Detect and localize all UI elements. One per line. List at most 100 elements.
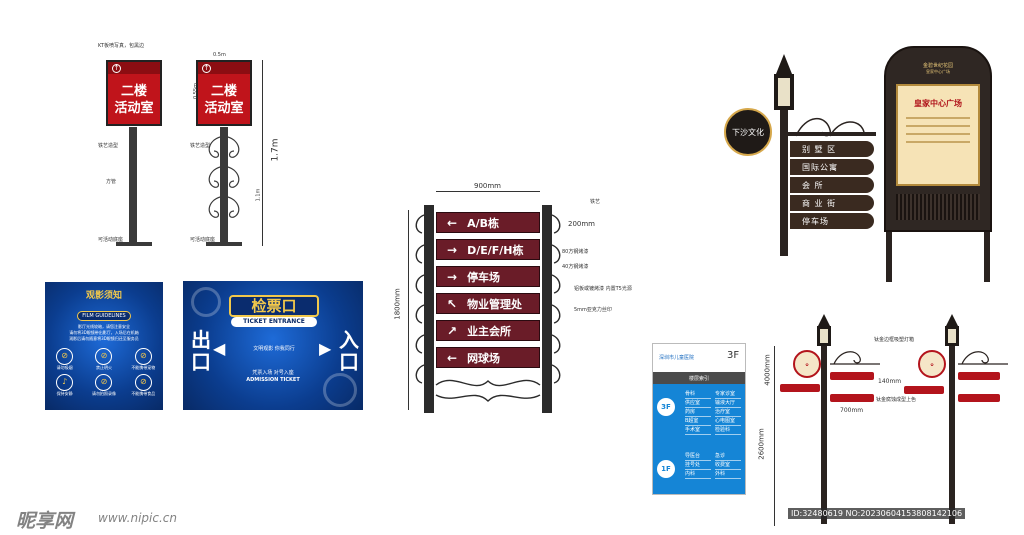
scroll-ornament-right — [958, 351, 1008, 365]
plank-2: → 停车场 — [436, 266, 540, 287]
notice-line — [906, 141, 970, 143]
up-arrow-icon: ↑ — [112, 63, 121, 73]
directory-header: 深圳市儿童医院 — [659, 355, 695, 361]
film-reel-icon — [191, 287, 221, 317]
guideline-label: 请勿拍照录像 — [91, 391, 116, 396]
guideline-label: 禁止明火 — [95, 365, 112, 370]
room: 专家诊室 — [715, 390, 741, 399]
floor-directory: 深圳市儿童医院 3F 楼层索引 3F 骨科 专家诊室 供应室 输液大厅 药房 治… — [652, 343, 746, 495]
note-right-1: 铁艺造型 — [190, 143, 211, 149]
film-guidelines-grid: ⊘ 请勿吸烟 ⊘ 禁止明火 ⊘ 不能携带宠物 ♪ 保持安静 ⊘ 请勿拍照录像 ⊘… — [45, 348, 163, 396]
directory-band: 楼层索引 — [653, 372, 745, 384]
guideline-item: ⊘ 不能携带食品 — [124, 374, 163, 396]
ornamental-iron-pole — [208, 127, 240, 243]
annotation-top: KT板喷写真，包黑边 — [98, 43, 144, 49]
plank-1: → D/E/F/H栋 — [436, 239, 540, 260]
plank-label: 业主会所 — [467, 324, 512, 338]
up-left-arrow-icon: ↖ — [447, 296, 458, 311]
sign-pole-left — [129, 127, 137, 242]
note-right-2: 可活动底座 — [190, 237, 216, 243]
ticket-entrance-panel: 检票口 TICKET ENTRANCE 出口 ◀ 文明观影 你我同行 ▶ 入口 … — [183, 281, 363, 410]
total-height-label: 1.7m — [270, 138, 281, 162]
iron-width-label: 900mm — [474, 182, 501, 190]
floor3-circle: 3F — [657, 398, 675, 416]
iron-note-3: 40方钢烤漆 — [562, 264, 589, 270]
plank-3: ↖ 物业管理处 — [436, 293, 540, 314]
red-sign-line2-b: 活动室 — [204, 101, 244, 116]
room: 急诊 — [715, 452, 741, 461]
room: 骨科 — [685, 390, 711, 399]
district-circle-sign: 下沙文化 — [724, 108, 772, 156]
entrance-label: 入口 — [339, 328, 359, 374]
left-arrow-icon: ← — [447, 215, 458, 230]
image-id: ID:32480619 NO:20230604153808142106 — [788, 508, 966, 519]
width-label: 0.5m — [213, 52, 226, 58]
lamp-post — [774, 54, 876, 256]
watermark-url: www.nipic.cn — [98, 511, 177, 525]
notice-brand: 金碧世纪花园 — [922, 63, 953, 69]
admission-en: ADMISSION TICKET — [246, 377, 300, 383]
red-arm-6 — [958, 394, 1000, 402]
red-arm-2 — [830, 372, 874, 380]
pole-height-label: 1.1m — [255, 188, 262, 202]
red-sign-text: 二楼 活动室 — [108, 83, 160, 117]
note-left-1: 铁艺造型 — [98, 143, 119, 149]
red-sign-line1: 二楼 — [120, 84, 147, 99]
bar-sign-4: 停车场 — [790, 213, 874, 229]
notice-brand-sub: 皇家中心广场 — [926, 69, 950, 74]
bar-sign-1: 国际公寓 — [790, 159, 874, 175]
iron-note-1: 铁艺 — [590, 199, 601, 205]
room: 手术室 — [685, 426, 711, 435]
plank-label: A/B栋 — [467, 216, 499, 230]
badge-left: ✿ — [793, 350, 821, 378]
lamp-sign-bars: 别 墅 区 国际公寓 会 所 商 业 街 停车场 — [790, 141, 874, 229]
room: 外科 — [715, 470, 741, 479]
plank-height-label: 200mm — [568, 220, 595, 228]
plank-5: ← 网球场 — [436, 347, 540, 368]
room: 药房 — [685, 408, 711, 417]
iron-frame — [415, 205, 561, 413]
sign-base-right — [206, 242, 242, 246]
plank-label: D/E/F/H栋 — [467, 243, 524, 257]
twin-height-label: 4000mm — [763, 354, 772, 386]
red-sign-line1-b: 二楼 — [210, 84, 237, 99]
guideline-item: ⊘ 请勿拍照录像 — [84, 374, 123, 396]
room: 治疗室 — [715, 408, 741, 417]
guideline-label: 不能携带食品 — [131, 391, 156, 396]
height-dimension-line — [262, 60, 263, 246]
lamp-post-right — [945, 314, 959, 524]
iron-width-line — [436, 191, 540, 192]
guideline-item: ⊘ 不能携带宠物 — [124, 348, 163, 370]
guideline-item: ⊘ 禁止明火 — [84, 348, 123, 370]
directory-band-text: 楼层索引 — [689, 375, 710, 382]
directory-body: 3F 骨科 专家诊室 供应室 输液大厅 药房 治疗室 B超室 心电图室 手术室 … — [653, 384, 745, 494]
guideline-label: 保持安静 — [56, 391, 73, 396]
no-pets-icon: ⊘ — [134, 348, 152, 365]
film-reel-icon — [323, 373, 357, 407]
room: 内科 — [685, 470, 711, 479]
notice-line — [906, 133, 970, 135]
notice-title: 皇家中心广场 — [914, 99, 962, 108]
no-photo-icon: ⊘ — [95, 374, 113, 391]
guideline-item: ⊘ 请勿吸烟 — [45, 348, 84, 370]
red-sign-right: ↑ 二楼 活动室 — [196, 60, 252, 126]
no-food-icon: ⊘ — [134, 374, 152, 391]
bar-sign-3: 商 业 街 — [790, 195, 874, 211]
iron-note-2: 80方钢烤漆 — [562, 249, 589, 255]
keep-quiet-icon: ♪ — [56, 374, 74, 391]
notice-paper: 皇家中心广场 — [896, 84, 980, 186]
iron-height-label: 1800mm — [393, 288, 402, 320]
red-sign-line2: 活动室 — [114, 101, 154, 116]
notice-grille — [896, 194, 980, 220]
note-bottom: 钛金腐蚀成型上色 — [876, 397, 917, 403]
directory-floor-label: 3F — [727, 350, 740, 361]
bar-sign-2: 会 所 — [790, 177, 874, 193]
room: 收费室 — [715, 461, 741, 470]
ticket-entrance-note: 文明观影 你我同行 — [253, 346, 295, 352]
note-left-2: 方管 — [106, 179, 117, 185]
red-arm-1 — [780, 384, 820, 392]
right-arrow-icon: → — [447, 242, 458, 257]
sign-height-label: 0.55m — [193, 82, 200, 100]
floor1-rooms: 导医台 急诊 挂号处 收费室 内科 外科 — [685, 452, 741, 479]
left-arrow-icon: ← — [447, 350, 458, 365]
